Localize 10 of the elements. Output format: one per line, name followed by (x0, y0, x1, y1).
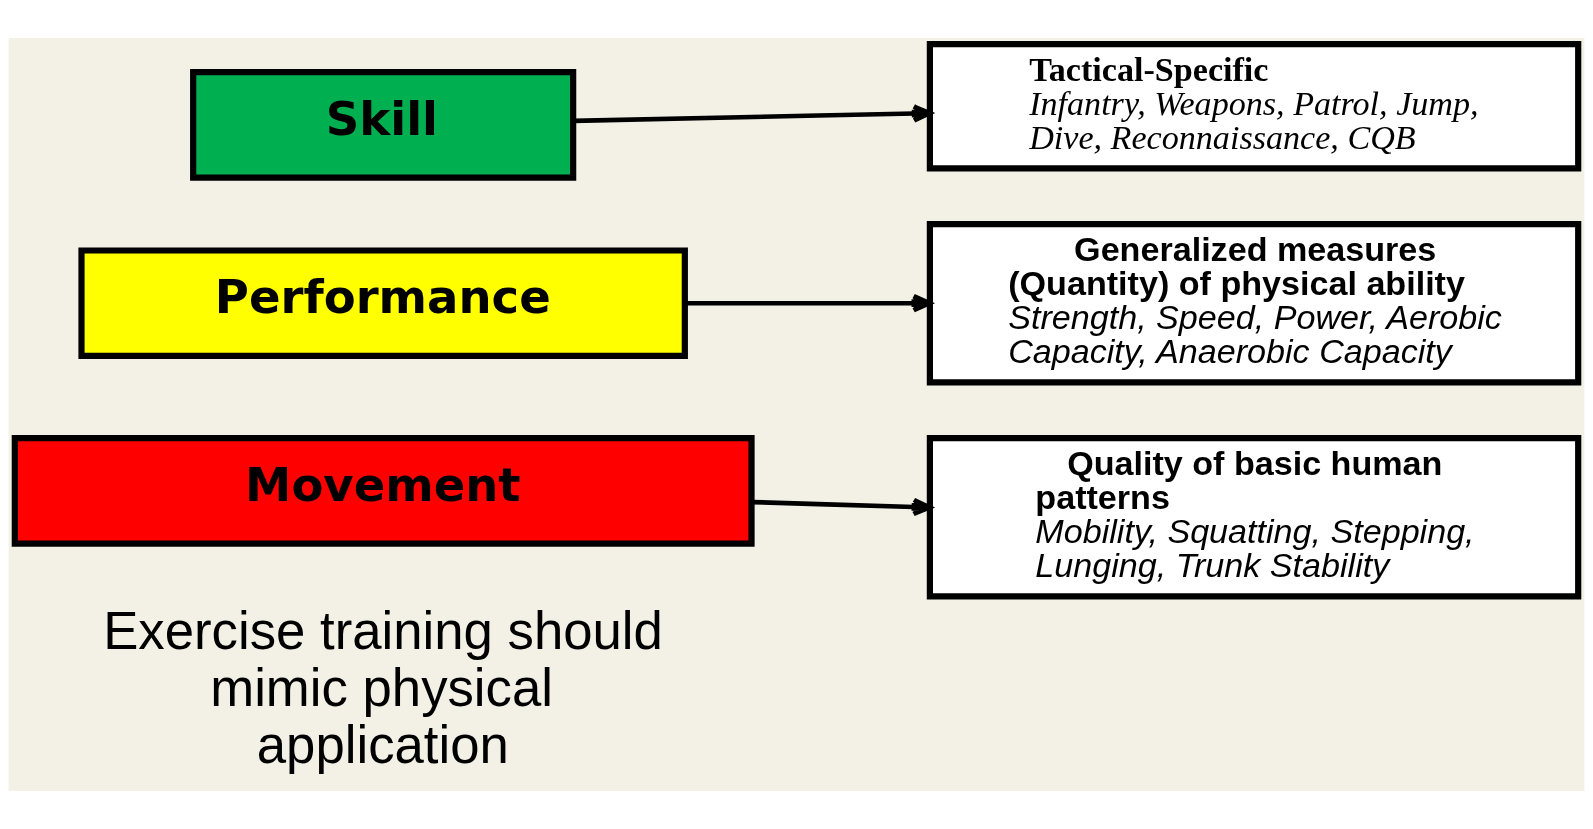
node-box: Movement (11, 435, 755, 547)
label: Exercise training should mimic physical application (103, 600, 663, 775)
arrow (752, 497, 932, 517)
node-box: Quality of basic human patterns Mobility, Squatting, Stepping, Lunging, Trunk Stability (926, 435, 1582, 600)
arrow (573, 104, 932, 124)
node-box: Generalized measures (Quantity) of physical ability Strength, Speed, Power, Aerobic Capacity, Anaerobic Capacity (926, 221, 1582, 386)
node-box: Performance (78, 247, 688, 360)
arrow (685, 293, 932, 313)
node-box: Tactical-Specific Infantry, Weapons, Patrol, Jump, Dive, Reconnaissance, CQB (926, 41, 1582, 172)
node-box: Skill (190, 69, 577, 181)
